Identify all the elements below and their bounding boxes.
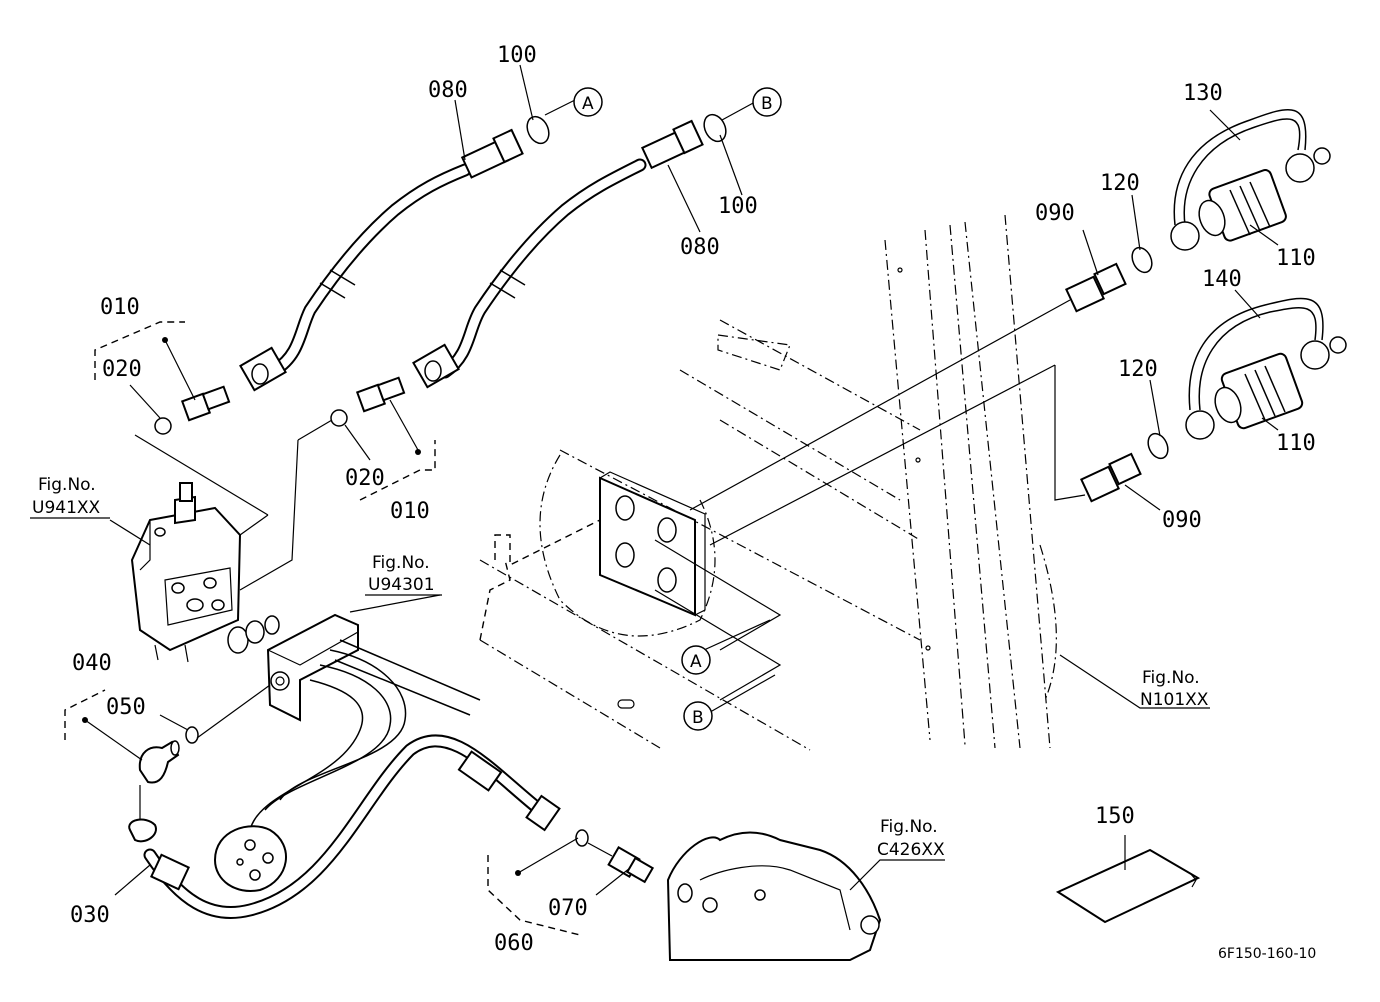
callout-130: 130	[1183, 81, 1223, 106]
manifold-block	[227, 613, 359, 722]
hose-080-b	[412, 119, 704, 389]
callout-090-b: 090	[1162, 508, 1202, 533]
adapter-070	[607, 845, 655, 884]
callout-100-b: 100	[718, 194, 758, 219]
connection-mark-a-top: A	[573, 87, 603, 117]
callout-010-b: 010	[390, 499, 430, 524]
adapter-010-b	[330, 376, 406, 427]
callout-120-b: 120	[1118, 357, 1158, 382]
callout-110-a: 110	[1276, 246, 1316, 271]
callout-070: 070	[548, 896, 588, 921]
fig-ref-c426-line2: C426XX	[877, 840, 945, 860]
fig-ref-u943-line1: Fig.No.	[372, 553, 430, 573]
decal-150	[1055, 848, 1201, 924]
callout-020-a: 020	[102, 357, 142, 382]
adapter-090-a	[1065, 262, 1127, 313]
group-brackets	[64, 321, 581, 936]
fig-ref-c426-line1: Fig.No.	[880, 817, 938, 837]
callout-100-a: 100	[497, 43, 537, 68]
o-ring-070	[575, 829, 589, 847]
fig-ref-n101xx: Fig.No. N101XX	[1140, 668, 1209, 710]
callout-090-a: 090	[1035, 201, 1075, 226]
figure-code: 6F150-160-10	[1218, 946, 1316, 962]
elbow-fitting-040	[138, 740, 180, 784]
mark-b-top-text: B	[761, 94, 773, 114]
adapter-090-b	[1080, 452, 1142, 503]
connection-mark-a-bottom: A	[681, 645, 711, 675]
o-ring-100-a	[526, 115, 550, 145]
callout-060: 060	[494, 931, 534, 956]
callout-110-b: 110	[1276, 431, 1316, 456]
pump-housing	[666, 831, 882, 961]
callout-020-b: 020	[345, 466, 385, 491]
o-ring-120-b	[1147, 432, 1169, 460]
callout-080-b: 080	[680, 235, 720, 260]
fig-ref-n101-line2: N101XX	[1140, 690, 1209, 710]
hose-080-a	[239, 128, 524, 392]
callout-010-a: 010	[100, 295, 140, 320]
mark-b-bottom-text: B	[692, 708, 704, 728]
adapter-010-a	[154, 385, 231, 435]
flange	[213, 825, 287, 892]
loader-frame	[479, 214, 1057, 751]
callout-140: 140	[1202, 267, 1242, 292]
quick-coupler-110-b	[1185, 297, 1347, 440]
o-ring-050	[185, 726, 199, 744]
steel-pipes	[249, 639, 481, 831]
mark-a-top-text: A	[582, 94, 594, 114]
o-ring-100-b	[703, 113, 727, 143]
fig-ref-u941-line2: U941XX	[32, 498, 101, 518]
fig-ref-c426xx: Fig.No. C426XX	[877, 817, 945, 860]
o-ring-120-a	[1131, 246, 1153, 274]
connection-mark-b-top: B	[752, 87, 782, 117]
mark-a-bottom-text: A	[690, 652, 702, 672]
callout-080-a: 080	[428, 78, 468, 103]
fig-ref-u94301: Fig.No. U94301	[365, 553, 442, 596]
fig-ref-u941-line1: Fig.No.	[38, 475, 96, 495]
mounting-plate	[599, 471, 782, 701]
fig-ref-u943-line2: U94301	[368, 575, 435, 595]
leader-lines	[84, 64, 1279, 896]
control-valve	[130, 482, 242, 663]
callout-040: 040	[72, 651, 112, 676]
connection-mark-b-bottom: B	[683, 701, 713, 731]
fig-ref-n101-line1: Fig.No.	[1142, 668, 1200, 688]
fig-ref-u941xx: Fig.No. U941XX	[30, 475, 110, 519]
callout-030: 030	[70, 903, 110, 928]
quick-coupler-110-a	[1170, 109, 1331, 251]
hose-030	[128, 734, 561, 920]
callout-120-a: 120	[1100, 171, 1140, 196]
callout-050: 050	[106, 695, 146, 720]
callout-150: 150	[1095, 804, 1135, 829]
